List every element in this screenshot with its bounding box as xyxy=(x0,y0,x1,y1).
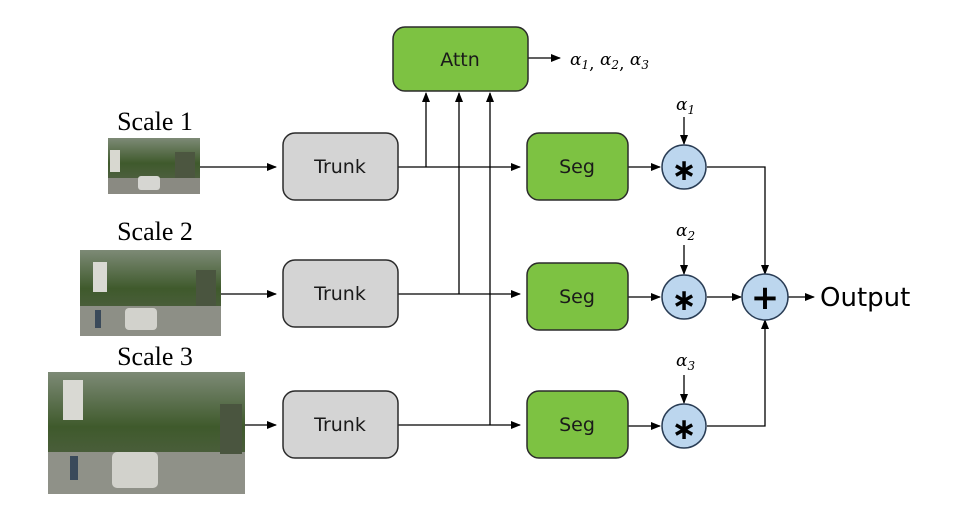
attn-output-alpha-1: α xyxy=(570,50,582,70)
scale-1-row: Scale 1 Trunk Seg α1 ∗ xyxy=(108,95,707,201)
multiply-1-glyph: ∗ xyxy=(671,153,696,188)
seg-2-label: Seg xyxy=(559,286,595,308)
seg-1-label: Seg xyxy=(559,156,595,178)
alpha-2-label: α2 xyxy=(676,221,695,243)
scale-2-image xyxy=(80,250,221,336)
trunk-2-box xyxy=(282,259,399,328)
scale-3-row: Scale 3 Trunk Seg α3 ∗ xyxy=(48,342,707,494)
scale-3-image xyxy=(48,372,245,494)
attn-box xyxy=(392,26,529,92)
connections xyxy=(200,54,815,430)
attn-output-alpha-2: α xyxy=(600,50,612,70)
output-label: Output xyxy=(820,283,910,313)
sum-glyph: + xyxy=(751,278,780,318)
alpha-3-label: α3 xyxy=(676,351,695,373)
multiply-3-node xyxy=(661,403,707,449)
multiply-2-node xyxy=(661,274,707,320)
attn-block: Attn xyxy=(392,26,529,92)
seg-3-box xyxy=(526,390,629,459)
trunk-1-label: Trunk xyxy=(313,156,366,178)
trunk-1-box xyxy=(282,132,399,201)
alpha-1-label: α1 xyxy=(676,95,695,117)
scale-1-image xyxy=(108,138,200,194)
sum-node xyxy=(741,273,789,321)
scale-2-label: Scale 2 xyxy=(117,217,193,246)
arrow-mult1-to-sum xyxy=(707,166,769,275)
trunk-2-label: Trunk xyxy=(313,283,366,305)
scale-3-label: Scale 3 xyxy=(117,342,193,371)
arrow-mult3-to-sum xyxy=(707,319,769,427)
seg-2-box xyxy=(526,262,629,331)
sum-block: + Output xyxy=(741,273,910,321)
attn-output-alphas: α1, α2, α3 xyxy=(570,50,649,74)
scale-1-label: Scale 1 xyxy=(117,107,193,136)
trunk-3-box xyxy=(282,390,399,459)
attn-output-alpha-3: α xyxy=(630,50,642,70)
multiply-2-glyph: ∗ xyxy=(671,283,696,318)
multiply-1-node xyxy=(661,144,707,190)
multiply-3-glyph: ∗ xyxy=(671,412,696,447)
trunk-3-label: Trunk xyxy=(313,414,366,436)
scale-2-row: Scale 2 Trunk Seg α2 ∗ xyxy=(80,217,707,336)
seg-3-label: Seg xyxy=(559,414,595,436)
attn-label: Attn xyxy=(440,49,480,71)
seg-1-box xyxy=(526,132,629,201)
